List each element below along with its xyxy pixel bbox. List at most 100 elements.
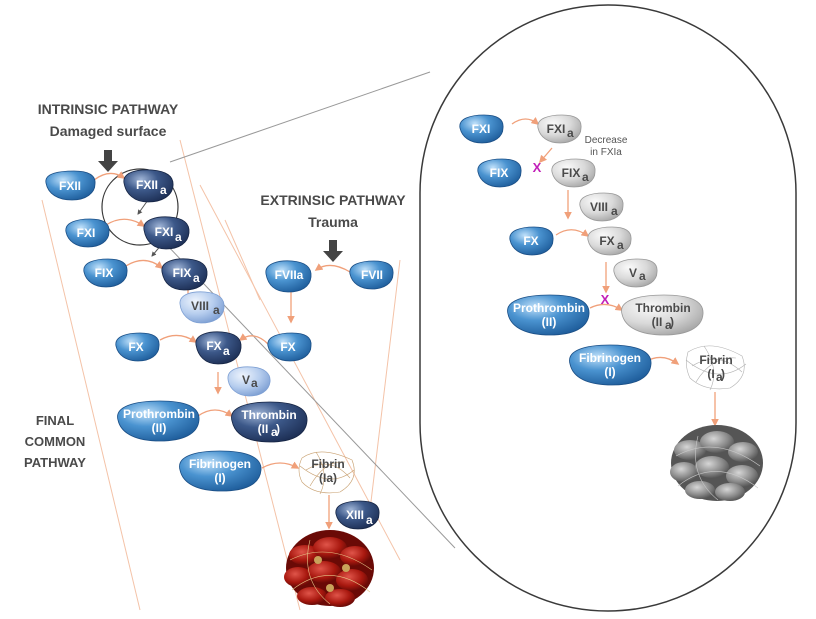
decrease-note-line2: in FXIa [590, 147, 622, 158]
factor-x-right: FX [267, 332, 312, 362]
final-pathway-line1: FINAL [36, 413, 74, 428]
blood-clot-gray [670, 425, 763, 501]
svg-text:a: a [611, 204, 618, 218]
svg-text:a: a [617, 238, 624, 252]
svg-text:FX: FX [599, 234, 614, 248]
svg-text:FVII: FVII [361, 268, 383, 282]
svg-text:FXII: FXII [136, 178, 158, 192]
svg-text:XIII: XIII [346, 508, 364, 522]
svg-text:Fibrin: Fibrin [699, 353, 732, 367]
svg-text:FIX: FIX [95, 266, 114, 280]
factor-xiia: FXII a [123, 169, 174, 203]
svg-text:V: V [629, 266, 637, 280]
svg-text:Prothrombin: Prothrombin [513, 301, 585, 315]
factor-xia: FXI a [143, 216, 190, 250]
svg-text:FIX: FIX [562, 166, 581, 180]
svg-text:VIII: VIII [191, 299, 209, 313]
extrinsic-subtitle: Trauma [308, 214, 358, 230]
factor-ixa: FIX a [161, 258, 208, 291]
svg-text:FXI: FXI [472, 122, 491, 136]
svg-text:a: a [223, 344, 230, 358]
svg-text:a: a [271, 425, 278, 439]
svg-text:FXII: FXII [59, 179, 81, 193]
svg-text:a: a [582, 170, 589, 184]
intrinsic-entry-arrow-icon [98, 150, 118, 172]
factor-xii: FXII [45, 170, 96, 201]
factor-vii: FVII [349, 260, 394, 290]
fibrinogen-left: Fibrinogen (I) [179, 450, 262, 492]
extrinsic-title: EXTRINSIC PATHWAY [260, 192, 406, 208]
zoom-factor-va: V a [613, 258, 658, 288]
factor-viiia: VIII a [179, 291, 225, 324]
zoom-panel [419, 4, 797, 612]
svg-text:FX: FX [206, 339, 221, 353]
factor-x-left: FX [115, 332, 160, 362]
svg-text:V: V [242, 373, 250, 387]
factor-ix: FIX [83, 258, 128, 288]
svg-text:(II): (II) [152, 421, 167, 435]
factor-viia: FVIIa [265, 260, 312, 293]
svg-text:(I: (I [707, 367, 714, 381]
svg-text:FXI: FXI [547, 122, 566, 136]
svg-text:Prothrombin: Prothrombin [123, 407, 195, 421]
svg-text:a: a [193, 271, 200, 285]
inhibition-x-mark-2: X [601, 292, 610, 307]
svg-text:a: a [567, 126, 574, 140]
blood-clot-red [284, 530, 374, 607]
svg-text:FXI: FXI [155, 225, 174, 239]
svg-text:): ) [670, 315, 674, 329]
intrinsic-title: INTRINSIC PATHWAY [38, 101, 179, 117]
svg-text:FX: FX [128, 340, 143, 354]
fibrin-left: Fibrin (Ia) [298, 451, 355, 495]
magnifier-circle [101, 168, 179, 246]
factor-xa: FX a [195, 331, 242, 365]
zoom-factor-ixa: FIX a [551, 158, 596, 188]
prothrombin-left: Prothrombin (II) [117, 400, 200, 442]
svg-text:Fibrinogen: Fibrinogen [579, 351, 641, 365]
svg-text:a: a [366, 513, 373, 527]
final-pathway-line3: PATHWAY [24, 455, 86, 470]
svg-text:FX: FX [280, 340, 295, 354]
svg-text:a: a [665, 318, 672, 332]
zoom-fibrin: Fibrin (I a ) [685, 345, 747, 391]
svg-text:a: a [251, 376, 258, 390]
svg-text:FVIIa: FVIIa [275, 268, 304, 282]
svg-text:FIX: FIX [490, 166, 509, 180]
zoom-factor-xia: FXI a [537, 114, 582, 144]
extrinsic-entry-arrow-icon [323, 240, 343, 262]
decrease-note-line1: Decrease [585, 135, 628, 146]
factor-xi: FXI [65, 218, 110, 248]
zoom-prothrombin: Prothrombin (II) [507, 294, 590, 336]
svg-text:a: a [716, 370, 723, 384]
svg-text:a: a [639, 269, 646, 283]
svg-text:a: a [160, 183, 167, 197]
svg-text:FXI: FXI [77, 226, 96, 240]
factor-xiiia: XIII a [335, 500, 380, 530]
svg-text:FX: FX [523, 234, 538, 248]
svg-text:(I): (I) [604, 365, 615, 379]
zoom-fibrinogen: Fibrinogen (I) [569, 344, 652, 386]
svg-text:a: a [175, 230, 182, 244]
svg-text:FIX: FIX [173, 266, 192, 280]
thrombin-left: Thrombin (II a ) [231, 401, 308, 443]
svg-text:(Ia): (Ia) [319, 471, 337, 485]
svg-text:(II: (II [258, 422, 269, 436]
svg-text:): ) [276, 422, 280, 436]
intrinsic-subtitle: Damaged surface [50, 123, 167, 139]
factor-va: V a [227, 366, 271, 397]
svg-text:Fibrinogen: Fibrinogen [189, 457, 251, 471]
zoom-factor-xi: FXI [459, 114, 504, 144]
zoom-factor-x: FX [509, 226, 554, 256]
svg-text:Fibrin: Fibrin [311, 457, 344, 471]
zoom-factor-viiia: VIII a [579, 192, 624, 222]
zoom-factor-ix: FIX [477, 158, 522, 188]
zoom-factor-xa: FX a [587, 226, 632, 256]
svg-text:VIII: VIII [590, 200, 608, 214]
svg-text:): ) [721, 367, 725, 381]
svg-text:a: a [213, 303, 220, 317]
svg-text:Thrombin: Thrombin [635, 301, 690, 315]
final-pathway-line2: COMMON [25, 434, 86, 449]
svg-text:(II): (II) [542, 315, 557, 329]
svg-text:(I): (I) [214, 471, 225, 485]
